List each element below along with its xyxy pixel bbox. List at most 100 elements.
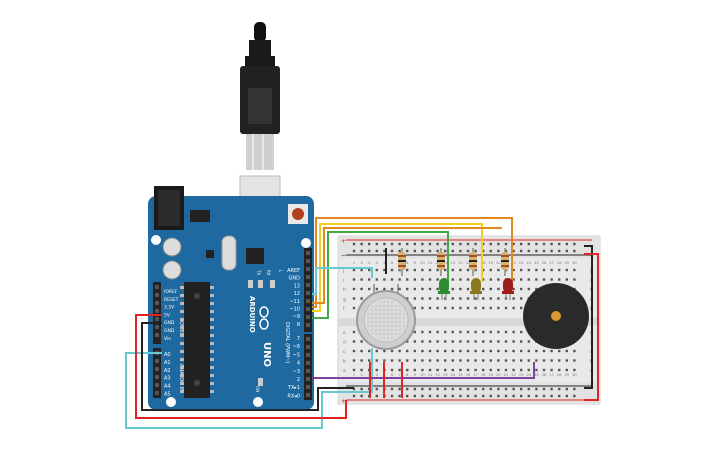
column-number: 4 [376, 261, 379, 265]
digital-pin-label: 8 [297, 322, 300, 328]
column-number: 2 [360, 261, 362, 265]
column-number: 14 [451, 261, 456, 265]
led[interactable] [470, 278, 482, 300]
power-pin-label: GND [164, 328, 175, 334]
row-letter: e [343, 331, 346, 336]
gas-sensor[interactable] [356, 284, 416, 350]
analog-pin-label: A0 [164, 352, 171, 358]
row-letter: f [343, 306, 345, 312]
piezo-buzzer[interactable] [523, 283, 589, 349]
column-number: 19 [489, 261, 494, 265]
column-number: 26 [542, 373, 547, 377]
column-number: 8 [406, 261, 409, 265]
column-number: 29 [565, 261, 570, 265]
resistor-4[interactable] [501, 248, 509, 276]
power-pin-label: RESET [164, 297, 179, 303]
digital-pin-label: 7 [297, 336, 300, 342]
column-number: 30 [572, 261, 577, 265]
digital-pin-label: 13 [294, 283, 300, 289]
column-number: 27 [549, 261, 554, 265]
analog-pin-label: A2 [164, 368, 171, 374]
led[interactable] [502, 278, 514, 300]
column-number: 8 [406, 373, 409, 377]
analog-header[interactable] [153, 348, 161, 398]
row-letter: i [343, 278, 344, 284]
resistor-2[interactable] [437, 248, 445, 276]
power-pin-label: Vin [164, 336, 171, 342]
column-number: 23 [519, 373, 524, 377]
digital-pin-label: RX◂0 [287, 393, 300, 399]
rx-label: RX [266, 270, 271, 276]
wire-black-right[interactable] [584, 245, 593, 389]
column-number: 1 [353, 261, 355, 265]
wire-red-right[interactable] [584, 253, 599, 401]
digital-pin-label: ~11 [289, 299, 300, 305]
rail-minus-label: − [341, 252, 346, 259]
digital-pin-label: ~5 [293, 352, 300, 358]
column-number: 23 [519, 261, 524, 265]
analog-pin-label: A1 [164, 360, 171, 366]
row-letter: b [343, 359, 346, 365]
arduino-board[interactable]: AREFGND1312~11~10~987~6~54~32TX▸1RX◂0IOR… [148, 186, 314, 410]
row-letter: h [343, 287, 346, 293]
digital-pin-label: ~10 [289, 307, 300, 313]
row-letter: j [589, 268, 591, 274]
column-number: 27 [549, 373, 554, 377]
brand-label: ARDUINO [248, 296, 256, 333]
digital-pin-label: 2 [297, 377, 300, 383]
column-number: 24 [527, 373, 532, 377]
column-number: 7 [398, 373, 400, 377]
resistors [398, 248, 509, 276]
wire-green[interactable] [312, 231, 449, 319]
column-number: 18 [481, 261, 486, 265]
wire-cyan[interactable] [125, 348, 373, 429]
wire-cyan-top[interactable] [312, 267, 373, 295]
column-number: 11 [428, 261, 433, 265]
wire-orange-2[interactable] [312, 227, 502, 304]
column-number: 26 [542, 261, 547, 265]
column-number: 13 [443, 373, 448, 377]
tx-label: TX [256, 269, 261, 275]
digital-header-bottom[interactable] [304, 334, 312, 400]
model-label: UNO [261, 342, 272, 367]
column-number: 15 [458, 373, 463, 377]
rail-plus-label: + [341, 398, 346, 405]
column-number: 16 [466, 261, 471, 265]
resistor-3[interactable] [469, 248, 477, 276]
power-pin-label: 5V [164, 312, 171, 318]
column-number: 9 [414, 373, 417, 377]
column-number: 30 [572, 373, 577, 377]
row-letter: j [342, 268, 344, 274]
digital-pin-label: 4 [297, 361, 300, 367]
rail-plus-label: + [341, 238, 346, 245]
wire-red[interactable] [135, 314, 347, 419]
power-pin-label: IOREF [164, 289, 178, 295]
column-number: 2 [360, 373, 362, 377]
wire-black[interactable] [141, 322, 354, 411]
row-letter: a [343, 369, 346, 374]
resistor-1[interactable] [398, 248, 406, 276]
leds [438, 278, 514, 300]
analog-pin-label: A4 [164, 384, 171, 390]
row-letter: g [343, 298, 346, 303]
column-number: 20 [496, 373, 501, 377]
wire-purple[interactable] [312, 362, 535, 379]
column-number: 25 [534, 261, 539, 265]
digital-header-top[interactable] [304, 248, 312, 332]
l-label: L [278, 270, 283, 273]
column-number: 25 [534, 373, 539, 377]
column-number: 29 [565, 373, 570, 377]
wire-yellow[interactable] [312, 223, 483, 312]
power-pin-label: 3.3V [164, 305, 175, 311]
column-number: 4 [376, 373, 379, 377]
row-letter: c [343, 350, 346, 355]
column-number: 28 [557, 373, 562, 377]
wire-orange[interactable] [312, 217, 513, 308]
column-number: 10 [420, 373, 425, 377]
column-number: 14 [451, 373, 456, 377]
led[interactable] [438, 278, 450, 300]
column-number: 21 [504, 373, 509, 377]
analog-pin-label: A3 [164, 376, 171, 382]
